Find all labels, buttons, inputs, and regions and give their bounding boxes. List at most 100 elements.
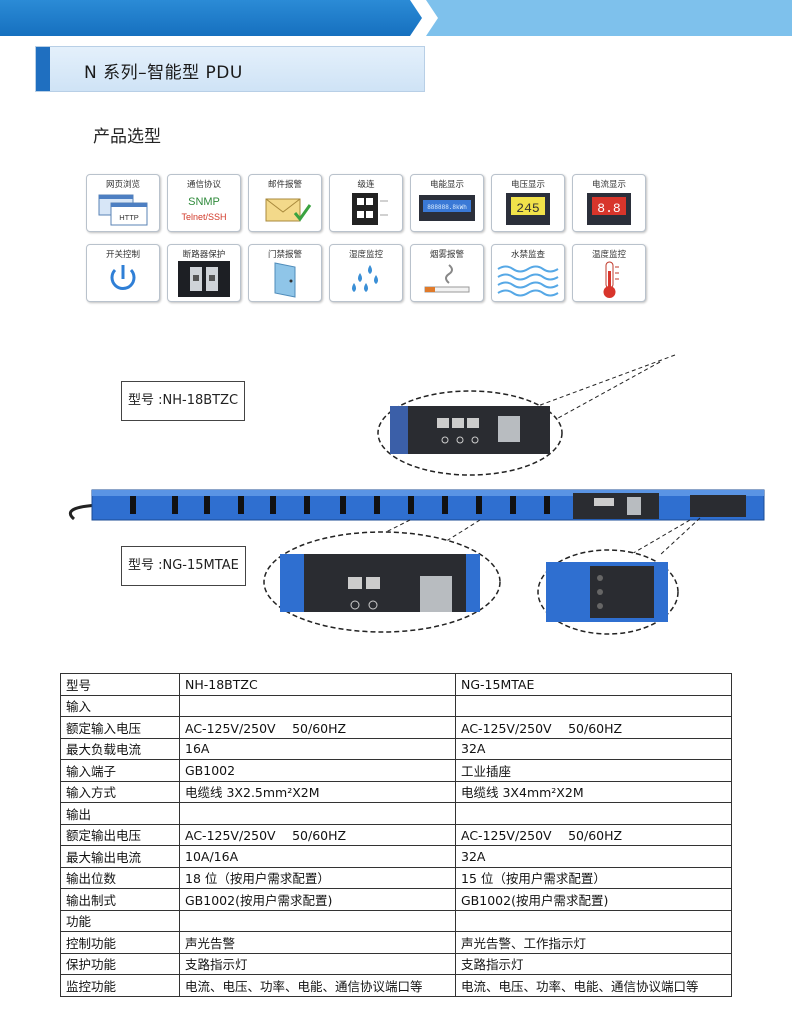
table-cell: 18 位（按用户需求配置） (179, 866, 456, 889)
feature-label: 电压显示 (510, 180, 545, 190)
table-cell: 支路指示灯 (179, 952, 456, 975)
table-row: 控制功能声光告警声光告警、工作指示灯 (60, 931, 732, 954)
table-cell: 最大输出电流 (60, 845, 180, 868)
table-row: 输出 (60, 802, 732, 825)
feature-smoke-alarm: 烟雾报警 (410, 244, 484, 302)
feature-label: 级连 (357, 180, 375, 190)
power-switch-icon (110, 265, 136, 290)
top-banner (0, 0, 792, 36)
feature-door-alarm: 门禁报警 (248, 244, 322, 302)
table-cell: AC-125V/250V 50/60HZ (179, 716, 456, 739)
voltage-text: 245 (516, 201, 539, 216)
table-cell (179, 802, 456, 825)
table-row: 功能 (60, 909, 732, 932)
table-cell: 保护功能 (60, 952, 180, 975)
feature-label: 电流显示 (591, 180, 626, 190)
table-cell: 支路指示灯 (455, 952, 732, 975)
feature-label: 断路器保护 (182, 250, 226, 260)
model-label-ng: 型号 :NG-15MTAE (121, 546, 246, 586)
http-text: HTTP (119, 213, 139, 222)
feature-web-browse: 网页浏览 HTTP (86, 174, 160, 232)
feature-cascade: 级连 (329, 174, 403, 232)
thermometer-icon (603, 261, 619, 298)
pdu-outlets (130, 496, 550, 514)
table-cell: 32A (455, 737, 732, 760)
feature-label: 邮件报警 (267, 180, 302, 190)
feature-label: 湿度监控 (348, 250, 383, 260)
feature-current-display: 电流显示 8.8 (572, 174, 646, 232)
protocol-icon: SNMP Telnet/SSH (181, 196, 226, 222)
feature-label: 水禁监查 (510, 250, 545, 260)
breaker-icon (178, 261, 230, 297)
current-text: 8.8 (597, 201, 620, 216)
table-cell: 32A (455, 845, 732, 868)
feature-voltage-display: 电压显示 245 (491, 174, 565, 232)
table-cell: 控制功能 (60, 931, 180, 954)
table-cell: 输入方式 (60, 780, 180, 803)
table-cell: 16A (179, 737, 456, 760)
table-cell (455, 802, 732, 825)
table-cell: 电流、电压、功率、电能、通信协议端口等 (455, 974, 732, 997)
feature-label: 开关控制 (105, 250, 140, 260)
table-cell: 输入 (60, 694, 180, 717)
table-cell: 功能 (60, 909, 180, 932)
current-display-icon: 8.8 (587, 193, 631, 225)
table-cell: 15 位（按用户需求配置） (455, 866, 732, 889)
table-cell (455, 694, 732, 717)
feature-label: 网页浏览 (105, 180, 140, 190)
title-accent (36, 47, 50, 91)
door-alarm-icon (274, 262, 296, 298)
feature-mail-alarm: 邮件报警 (248, 174, 322, 232)
table-row: 保护功能支路指示灯支路指示灯 (60, 952, 732, 975)
energy-display-icon: 888888.8kWh (419, 195, 475, 221)
table-cell: 电缆线 3X2.5mm²X2M (179, 780, 456, 803)
table-row: 监控功能电流、电压、功率、电能、通信协议端口等电流、电压、功率、电能、通信协议端… (60, 974, 732, 997)
feature-label: 温度监控 (591, 250, 626, 260)
feature-power-switch: 开关控制 (86, 244, 160, 302)
feature-breaker: 断路器保护 (167, 244, 241, 302)
telnet-text: Telnet/SSH (181, 212, 226, 222)
title-box: N 系列–智能型 PDU (35, 46, 425, 92)
table-cell: 声光告警 (179, 931, 456, 954)
table-cell: 工业插座 (455, 759, 732, 782)
smoke-alarm-icon (424, 264, 470, 293)
table-cell: 10A/16A (179, 845, 456, 868)
feature-label: 门禁报警 (267, 250, 302, 260)
table-cell: 声光告警、工作指示灯 (455, 931, 732, 954)
table-cell: AC-125V/250V 50/60HZ (179, 823, 456, 846)
feature-protocol: 通信协议 SNMP Telnet/SSH (167, 174, 241, 232)
table-cell (455, 909, 732, 932)
snmp-text: SNMP (188, 196, 220, 208)
table-cell: NH-18BTZC (179, 673, 456, 696)
table-cell: 输出 (60, 802, 180, 825)
table-row: 输入 (60, 694, 732, 717)
table-cell: 额定输入电压 (60, 716, 180, 739)
cascade-icon (352, 193, 388, 225)
table-cell: 电缆线 3X4mm²X2M (455, 780, 732, 803)
table-cell (179, 909, 456, 932)
feature-water: 水禁监查 (491, 244, 565, 302)
water-icon (497, 265, 559, 297)
table-cell: 输入端子 (60, 759, 180, 782)
feature-temperature: 温度监控 (572, 244, 646, 302)
energy-text: 888888.8kWh (427, 204, 467, 211)
table-cell: GB1002(按用户需求配置) (455, 888, 732, 911)
section-title: 产品选型 (93, 127, 161, 147)
model-label-nh: 型号 :NH-18BTZC (121, 381, 246, 421)
pdu-illustration (68, 354, 765, 635)
table-cell: 电流、电压、功率、电能、通信协议端口等 (179, 974, 456, 997)
table-cell: 监控功能 (60, 974, 180, 997)
table-cell: GB1002(按用户需求配置) (179, 888, 456, 911)
humidity-icon (352, 265, 378, 292)
table-cell: 输出位数 (60, 866, 180, 889)
